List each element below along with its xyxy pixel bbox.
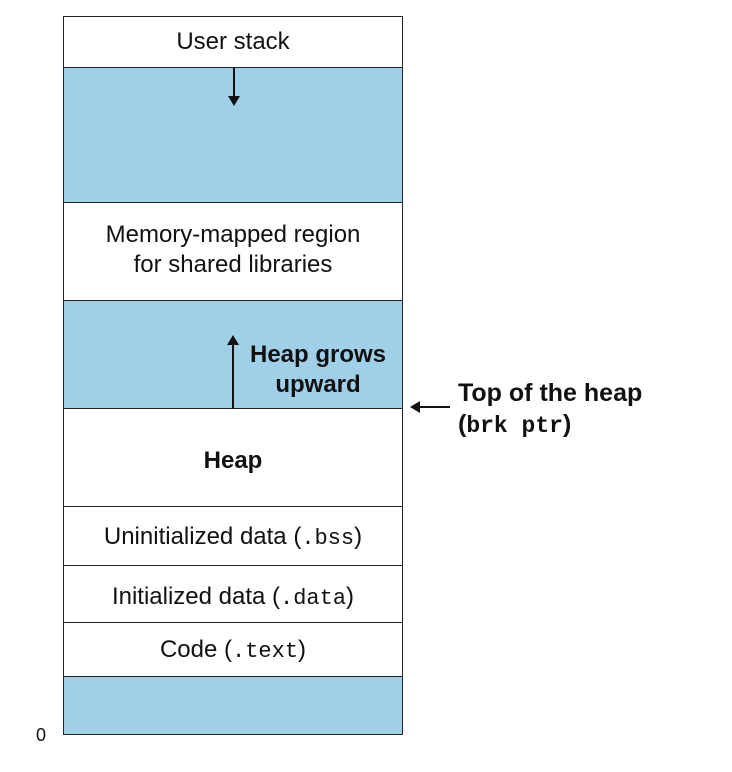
data-label-suffix: ) xyxy=(346,583,355,610)
heap-grows-line2: upward xyxy=(275,371,361,398)
zero-address-label: 0 xyxy=(36,725,47,745)
region-user-stack: User stack xyxy=(64,17,402,68)
mmap-label-line2: for shared libraries xyxy=(133,251,333,278)
data-label: Initialized data (.data) xyxy=(64,582,402,614)
brk-open-paren: ( xyxy=(458,410,467,438)
brk-close-paren: ) xyxy=(562,410,572,438)
heap-grows-label: Heap grows upward xyxy=(234,340,402,400)
region-heap-gap xyxy=(64,301,402,409)
heap-grows-line1: Heap grows xyxy=(249,341,387,368)
brk-pointer-arrow xyxy=(408,400,450,414)
region-bss: Uninitialized data (.bss) xyxy=(64,507,402,566)
brk-ptr-text: brk ptr xyxy=(466,413,563,439)
stack-grows-down-arrow xyxy=(226,68,242,108)
user-stack-label: User stack xyxy=(176,28,290,55)
region-memory-mapped: Memory-mapped region for shared librarie… xyxy=(64,203,402,301)
region-text: Code (.text) xyxy=(64,623,402,677)
heap-label: Heap xyxy=(203,447,263,474)
address-space-column: User stack Memory-mapped region for shar… xyxy=(63,16,403,735)
region-data: Initialized data (.data) xyxy=(64,566,402,623)
text-label: Code (.text) xyxy=(64,635,402,667)
brk-ptr-line: (brk ptr) xyxy=(458,409,642,442)
region-heap: Heap xyxy=(64,409,402,507)
text-label-prefix: Code ( xyxy=(159,636,233,663)
text-label-suffix: ) xyxy=(298,636,307,663)
top-of-heap-line1: Top of the heap xyxy=(458,379,643,407)
bss-label-prefix: Uninitialized data ( xyxy=(103,523,302,550)
mmap-label-line1: Memory-mapped region xyxy=(105,221,361,248)
bss-label-section: .bss xyxy=(301,526,355,551)
region-stack-gap xyxy=(64,68,402,203)
heap-grows-up-arrow xyxy=(225,333,241,409)
text-label-section: .text xyxy=(232,639,299,664)
top-of-heap-label: Top of the heap (brk ptr) xyxy=(458,378,642,442)
data-label-section: .data xyxy=(280,586,347,611)
data-label-prefix: Initialized data ( xyxy=(111,583,281,610)
region-reserved-bottom xyxy=(64,677,402,734)
bss-label: Uninitialized data (.bss) xyxy=(64,522,402,554)
bss-label-suffix: ) xyxy=(354,523,363,550)
